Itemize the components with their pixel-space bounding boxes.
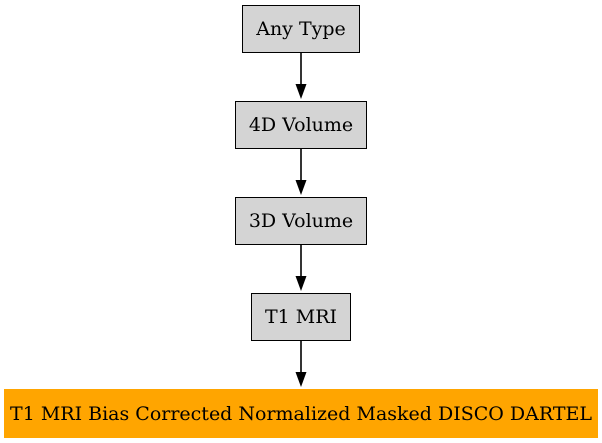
- node-t1-mri-disco-dartel: T1 MRI Bias Corrected Normalized Masked …: [4, 389, 598, 438]
- arrow-down-icon: [295, 245, 307, 291]
- node-label: 3D Volume: [248, 210, 354, 232]
- node-4d-volume: 4D Volume: [234, 101, 368, 149]
- arrow-down-icon: [295, 341, 307, 387]
- node-label: T1 MRI: [264, 306, 338, 328]
- node-label: Any Type: [256, 18, 346, 40]
- node-any-type: Any Type: [242, 5, 360, 53]
- arrow-down-icon: [295, 53, 307, 99]
- arrow-down-icon: [295, 149, 307, 195]
- node-label: T1 MRI Bias Corrected Normalized Masked …: [10, 402, 592, 425]
- node-label: 4D Volume: [248, 114, 354, 136]
- node-t1-mri: T1 MRI: [250, 293, 352, 341]
- node-3d-volume: 3D Volume: [234, 197, 368, 245]
